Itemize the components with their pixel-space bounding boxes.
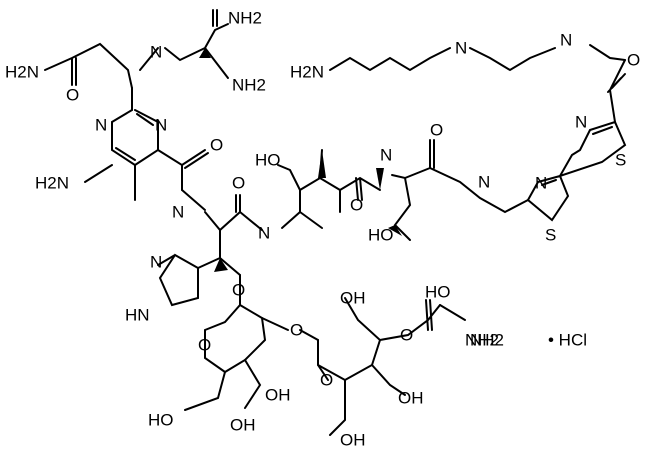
atom-label: O (627, 51, 640, 70)
atom-label: N (258, 224, 270, 243)
atom-label: N (575, 113, 587, 132)
atom-label: N (380, 146, 392, 165)
atom-label: OH (230, 416, 256, 435)
atom-label: N (95, 116, 107, 135)
atom-label: N (560, 31, 572, 50)
atom-label: N (155, 116, 167, 135)
atom-label: H2N (35, 174, 69, 193)
atom-label: H2N (290, 63, 324, 82)
atom-label: N (150, 253, 162, 272)
atom-label: NH2 (465, 331, 499, 350)
atom-label: O (320, 371, 333, 390)
atom-label: NH2 (232, 76, 266, 95)
atom-label: NH2 (470, 331, 504, 350)
atom-label: O (400, 326, 413, 345)
atom-label: O (290, 321, 303, 340)
atom-label: O (210, 136, 223, 155)
stereo-wedges (199, 48, 402, 272)
atom-label: O (66, 86, 79, 105)
atom-label: OH (340, 431, 366, 450)
atom-label: O (232, 281, 245, 300)
atom-label: O (198, 336, 211, 355)
atom-label: HN (125, 306, 150, 325)
atom-label: H2N (5, 63, 39, 82)
atom-label: OH (265, 386, 291, 405)
atom-labels: H2N N NH2 NH2 O N N H2N O N O N HN O O O… (5, 9, 640, 450)
atom-label: N (150, 43, 162, 62)
atom-label: OH (340, 289, 366, 308)
atom-label: O (232, 174, 245, 193)
bond-lines (44, 9, 627, 436)
atom-label: HO (368, 226, 394, 245)
atom-label: HO (255, 151, 281, 170)
atom-label: N (478, 173, 490, 192)
atom-label: N (535, 174, 547, 193)
atom-label: S (545, 226, 556, 245)
atom-label: S (615, 151, 626, 170)
atom-label: NH2 (228, 9, 262, 28)
atom-label: O (430, 121, 443, 140)
salt-label: • HCl (548, 331, 587, 350)
atom-label: OH (398, 389, 424, 408)
atom-label: HO (425, 283, 451, 302)
atom-label: N (455, 39, 467, 58)
atom-label: N (172, 203, 184, 222)
atom-label: HO (148, 411, 174, 430)
atom-label: O (350, 196, 363, 215)
